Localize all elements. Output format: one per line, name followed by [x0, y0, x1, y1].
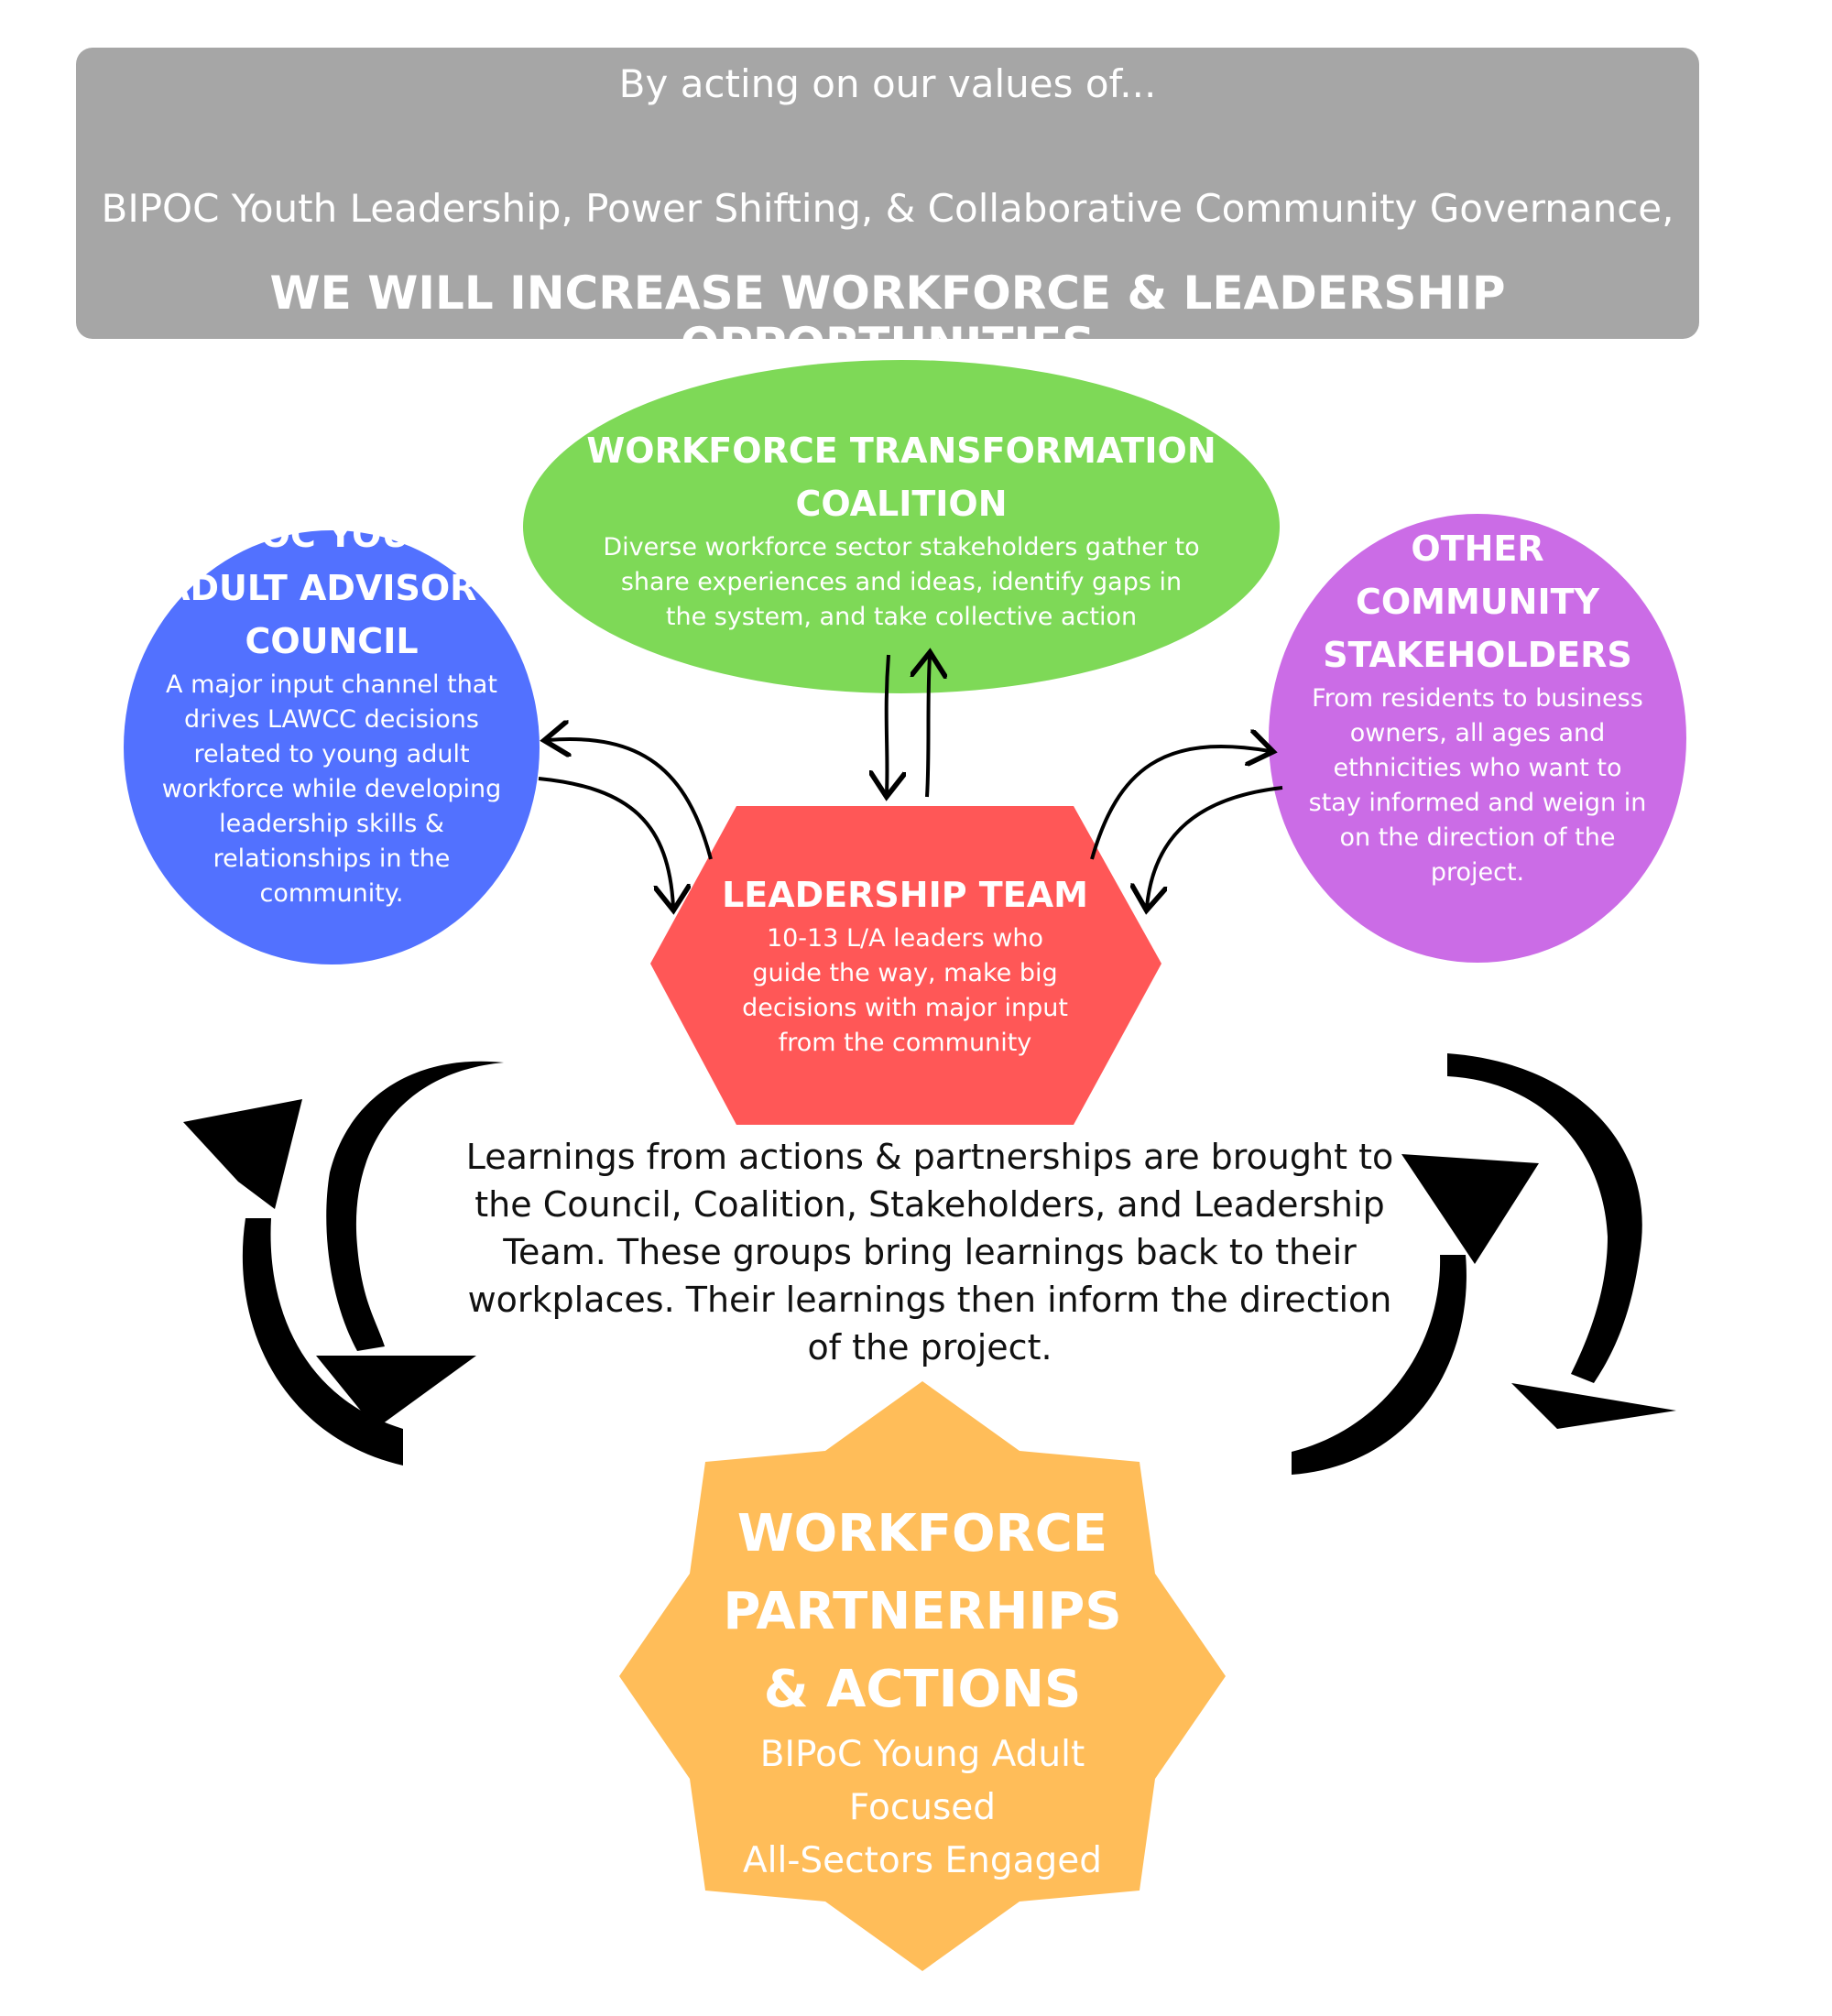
partnerships-title-line3: & ACTIONS: [763, 1660, 1082, 1719]
leadership-to-stakeholders-arrow: [1090, 746, 1270, 860]
cycle-description: Learnings from actions & partnerships ar…: [465, 1137, 1394, 1368]
right-upper-cycle-arrow: [1292, 1255, 1467, 1475]
banner-intro: By acting on our values of...: [618, 61, 1157, 106]
council-shape: [124, 530, 540, 964]
left-upper-arrowhead: [183, 1099, 302, 1209]
leadership-to-council-arrow: [548, 739, 713, 860]
coalition-title-line2: COALITION: [795, 484, 1008, 524]
leadership-node: LEADERSHIP TEAM 10-13 L/A leaders who gu…: [696, 868, 1114, 1061]
stakeholders-description: From residents to business owners, all a…: [1308, 684, 1647, 887]
partnerships-sub-line3: All-Sectors Engaged: [742, 1840, 1103, 1881]
council-title: BIPOC YOUNG ADULT ADVISORY COUNCIL: [148, 508, 515, 668]
stakeholders-title: OTHER COMMUNITY STAKEHOLDERS: [1294, 522, 1661, 681]
left-upper-cycle-arrow: [242, 1218, 403, 1466]
partnerships-title: WORKFORCE PARTNERHIPS & ACTIONS: [693, 1495, 1151, 1728]
right-upper-arrowhead: [1401, 1154, 1539, 1264]
stakeholders-shape: [1269, 514, 1686, 963]
council-description: A major input channel that drives LAWCC …: [161, 670, 502, 908]
partnerships-sub-line1: BIPoC Young Adult: [759, 1734, 1085, 1775]
coalition-node: WORKFORCE TRANSFORMATION COALITION Diver…: [561, 424, 1242, 635]
council-node: BIPOC YOUNG ADULT ADVISORY COUNCIL A maj…: [148, 508, 515, 911]
partnerships-node: WORKFORCE PARTNERHIPS & ACTIONS BIPoC Yo…: [693, 1495, 1151, 1888]
leadership-description: 10-13 L/A leaders who guide the way, mak…: [742, 924, 1068, 1057]
left-cycle-arrows: [183, 1061, 504, 1466]
coalition-title-line1: WORKFORCE TRANSFORMATION: [586, 430, 1216, 471]
stakeholders-title-line1: OTHER: [1411, 529, 1544, 569]
leadership-shape: [650, 806, 1161, 1125]
leadership-to-coalition-arrow: [927, 656, 930, 798]
stakeholders-node: OTHER COMMUNITY STAKEHOLDERS From reside…: [1294, 522, 1661, 890]
right-lower-arrowhead: [1511, 1383, 1676, 1429]
banner-values: BIPOC Youth Leadership, Power Shifting, …: [101, 186, 1674, 231]
stakeholders-to-leadership-arrow: [1147, 786, 1283, 907]
council-to-leadership-arrow: [538, 777, 673, 907]
stakeholders-title-line2: COMMUNITY: [1355, 582, 1600, 622]
coalition-to-leadership-arrow: [887, 654, 889, 793]
left-lower-cycle-arrow: [326, 1061, 504, 1351]
partnerships-title-line1: WORKFORCE: [736, 1504, 1108, 1564]
partnerships-subtitle: BIPoC Young Adult Focused All-Sectors En…: [693, 1728, 1151, 1888]
left-lower-arrowhead: [316, 1356, 476, 1429]
partnerships-shape: [619, 1381, 1226, 1971]
council-title-line1: BIPOC YOUNG: [195, 515, 468, 555]
partnerships-sub-line2: Focused: [848, 1787, 997, 1828]
right-lower-cycle-arrow: [1447, 1053, 1642, 1383]
coalition-shape: [523, 360, 1280, 693]
coalition-description: Diverse workforce sector stakeholders ga…: [603, 533, 1200, 631]
coalition-title: WORKFORCE TRANSFORMATION COALITION: [561, 424, 1242, 530]
leadership-title: LEADERSHIP TEAM: [722, 875, 1088, 915]
council-title-line2: ADULT ADVISORY: [163, 568, 500, 608]
stakeholders-title-line3: STAKEHOLDERS: [1323, 635, 1632, 675]
right-cycle-arrows: [1292, 1053, 1676, 1475]
council-title-line3: COUNCIL: [245, 621, 419, 661]
partnerships-title-line2: PARTNERHIPS: [723, 1582, 1122, 1641]
